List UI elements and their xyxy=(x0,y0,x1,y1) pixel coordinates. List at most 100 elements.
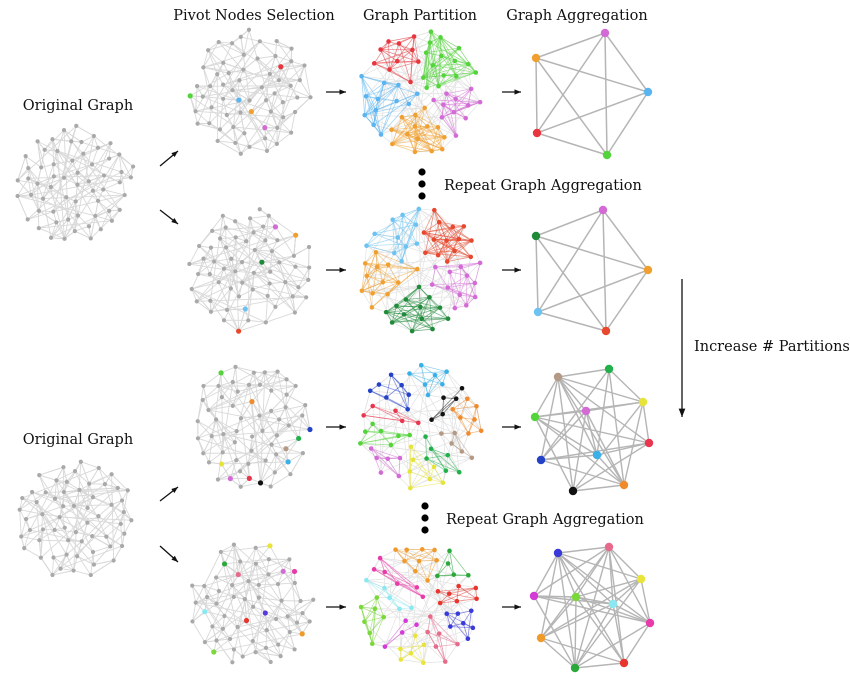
graph-node xyxy=(232,440,237,445)
partition-node xyxy=(463,303,469,308)
partition-node xyxy=(362,619,367,625)
graph-node xyxy=(212,259,217,264)
graph-node xyxy=(70,158,75,163)
partition-node xyxy=(421,230,427,235)
graph-node xyxy=(117,180,122,185)
partition-node xyxy=(382,585,387,591)
graph-node xyxy=(287,629,292,635)
pivot-node xyxy=(291,568,298,575)
graph-node xyxy=(246,318,251,323)
graph-node xyxy=(278,653,283,659)
partition-node xyxy=(421,642,427,648)
partition-node xyxy=(408,444,414,450)
graph-node xyxy=(262,370,267,375)
partition-node xyxy=(445,452,451,458)
graph-node xyxy=(201,65,206,70)
graph-node xyxy=(273,616,279,622)
partition-node xyxy=(420,75,426,80)
partition-node xyxy=(434,558,439,563)
partition-node xyxy=(407,469,413,474)
graph-node xyxy=(90,188,95,193)
graph-node xyxy=(228,286,233,291)
graph-node xyxy=(90,533,95,539)
partition-node xyxy=(435,124,441,130)
partition-node xyxy=(422,382,428,387)
graph-node xyxy=(39,165,44,170)
partition-node xyxy=(373,107,379,113)
partition-node xyxy=(385,262,391,268)
partition-node xyxy=(444,238,449,243)
aggregated-node xyxy=(619,658,629,668)
partition-node xyxy=(418,362,424,368)
graph-node xyxy=(263,136,268,141)
partition-node xyxy=(382,569,387,575)
graph-node xyxy=(242,131,247,136)
partition-node xyxy=(444,369,449,374)
graph-node xyxy=(214,575,219,580)
graph-node xyxy=(193,109,198,114)
graph-node xyxy=(276,642,281,647)
graph-node xyxy=(195,419,200,424)
graph-node xyxy=(272,91,277,96)
graph-node xyxy=(52,527,57,533)
graph-node xyxy=(230,582,235,588)
graph-node xyxy=(86,179,91,184)
partition-node xyxy=(453,396,459,401)
graph-node xyxy=(122,192,127,198)
graph-node xyxy=(207,121,212,126)
pivot-node xyxy=(267,543,273,549)
graph-node xyxy=(220,213,225,218)
graph-node xyxy=(81,151,86,156)
graph-node xyxy=(297,77,302,83)
graph-node xyxy=(302,63,307,68)
original-graph-label-top: Original Graph xyxy=(23,98,133,114)
graph-node xyxy=(201,451,206,456)
partition-node xyxy=(390,141,395,147)
graph-node xyxy=(247,98,252,103)
partition-node xyxy=(458,264,464,269)
graph-node xyxy=(263,458,268,463)
graph-node xyxy=(268,659,273,665)
partition-node xyxy=(402,558,407,564)
graph-node xyxy=(214,417,219,422)
partition-node xyxy=(469,238,474,243)
aggregation-graph-row-3 xyxy=(530,364,654,496)
partition-node xyxy=(440,480,446,486)
partition-node xyxy=(416,284,422,290)
arrow-original-to-pivot-top-lower xyxy=(159,209,179,225)
partition-node xyxy=(403,244,409,249)
graph-node xyxy=(215,477,221,482)
graph-node xyxy=(233,140,238,146)
partition-node xyxy=(387,595,392,601)
partition-node xyxy=(473,70,479,75)
graph-node xyxy=(194,84,200,89)
graph-node xyxy=(62,525,67,530)
graph-node xyxy=(75,182,80,187)
partition-node xyxy=(416,59,421,64)
graph-node xyxy=(79,139,84,145)
pivot-node xyxy=(296,435,302,442)
graph-node xyxy=(230,88,235,93)
partition-node xyxy=(406,392,412,398)
graph-node xyxy=(279,598,284,603)
partition-node xyxy=(454,598,460,604)
graph-node xyxy=(286,423,291,428)
partition-node xyxy=(422,105,427,111)
graph-node xyxy=(289,130,294,135)
graph-node xyxy=(281,115,286,120)
partition-node xyxy=(374,455,379,461)
graph-node xyxy=(205,594,210,600)
graph-node xyxy=(292,109,298,115)
graph-node xyxy=(66,217,71,222)
partition-node xyxy=(414,585,420,590)
pivot-node xyxy=(236,328,242,334)
graph-node xyxy=(233,269,238,274)
aggregated-node xyxy=(553,372,563,382)
graph-node xyxy=(235,389,240,394)
partition-node xyxy=(425,392,431,398)
partition-node xyxy=(446,591,452,597)
graph-node xyxy=(293,383,298,389)
graph-node xyxy=(86,224,92,229)
graph-node xyxy=(263,238,268,243)
partition-node xyxy=(386,39,391,44)
